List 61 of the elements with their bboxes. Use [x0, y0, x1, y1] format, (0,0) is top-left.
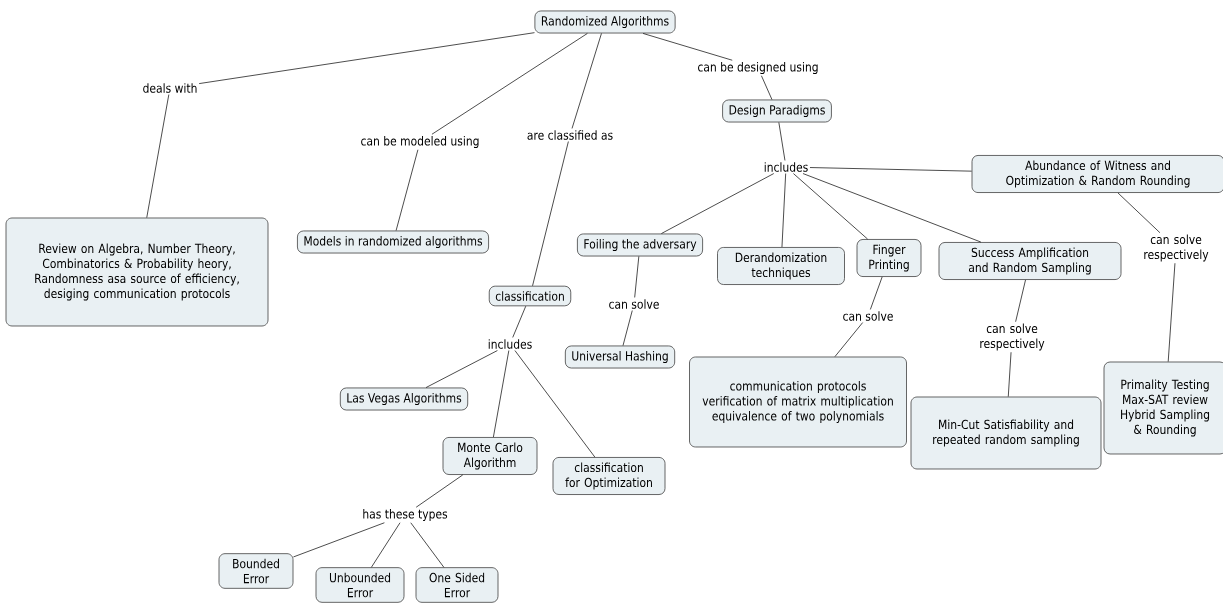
connector-line — [571, 33, 602, 129]
concept-box: classification — [488, 285, 572, 307]
connector-line — [809, 167, 972, 172]
connector-line — [415, 474, 464, 508]
connector-line — [293, 522, 385, 558]
concept-box: Universal Hashing — [564, 345, 676, 369]
connector-line — [410, 522, 445, 568]
concept-box: communication protocols verification of matrix multiplication equivalence of two polynomials — [689, 356, 907, 448]
concept-box: classification for Optimization — [552, 457, 666, 495]
concept-box: Design Paradigms — [722, 99, 832, 123]
concept-box: Bounded Error — [218, 553, 294, 589]
connector-line — [512, 305, 527, 338]
concept-box: Las Vegas Algorithms — [339, 387, 469, 411]
connector-line — [1167, 262, 1176, 362]
connector-line — [1015, 279, 1026, 323]
concept-box: One Sided Error — [415, 567, 499, 603]
linking-phrase: deals with — [143, 83, 197, 93]
connector-line — [1117, 192, 1161, 234]
concept-box: Min-Cut Satisfiability and repeated random sampling — [910, 396, 1102, 470]
connector-line — [1007, 351, 1012, 397]
concept-box: Review on Algebra, Number Theory, Combinatorics & Probability heory, Randomness asa source of efficiency, desiging communication protocols — [5, 217, 269, 327]
concept-box: Success Amplification and Random Sampling — [938, 242, 1122, 280]
concept-box: Randomized Algorithms — [534, 10, 676, 34]
concept-box: Finger Printing — [856, 239, 922, 277]
connector-line — [661, 173, 775, 234]
linking-phrase: has these types — [363, 508, 448, 522]
connector-line — [761, 75, 773, 100]
connector-line — [493, 350, 510, 438]
linking-phrase: can be designed using — [698, 61, 818, 75]
linking-phrase: can solve respectively — [1144, 234, 1209, 262]
connector-line — [198, 32, 535, 84]
concept-box: Unbounded Error — [315, 567, 405, 603]
connector-line — [870, 276, 883, 310]
connector-line — [634, 256, 640, 298]
connector-line — [622, 310, 633, 346]
linking-phrase: can solve — [843, 311, 893, 321]
connector-line — [146, 94, 170, 218]
connector-line — [514, 350, 596, 458]
concept-box: Monte Carlo Algorithm — [442, 437, 538, 475]
connector-line — [425, 350, 498, 388]
concept-box: Primality Testing Max-SAT review Hybrid Sampling & Rounding — [1103, 361, 1223, 455]
linking-phrase: can solve — [609, 299, 659, 309]
connector-line — [532, 141, 569, 287]
concept-box: Models in randomized algorithms — [297, 230, 489, 254]
linking-phrase: can be modeled using — [361, 135, 479, 149]
concept-box: Foiling the adversary — [577, 233, 703, 257]
connector-line — [395, 149, 419, 231]
linking-phrase: are classified as — [527, 130, 613, 140]
linking-phrase: can solve respectively — [980, 323, 1045, 351]
connector-line — [793, 173, 868, 240]
concept-box: Abundance of Witness and Optimization & Random Rounding — [971, 155, 1223, 193]
linking-phrase: includes — [488, 339, 532, 349]
connector-line — [802, 173, 982, 243]
connector-line — [642, 33, 733, 61]
concept-box: Derandomization techniques — [717, 247, 845, 285]
connector-line — [781, 173, 787, 248]
connector-line — [371, 522, 401, 568]
connector-line — [778, 122, 786, 161]
connector-line — [431, 33, 588, 135]
connector-line — [834, 322, 864, 357]
linking-phrase: includes — [764, 162, 808, 172]
